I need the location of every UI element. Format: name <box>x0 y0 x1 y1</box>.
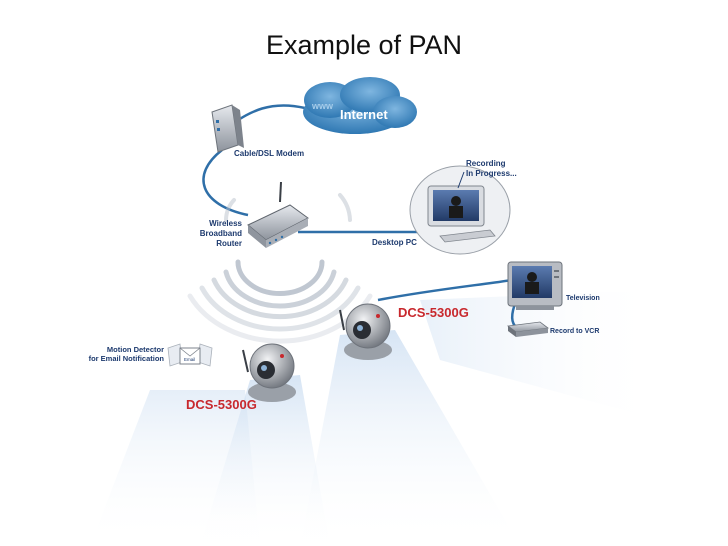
desktop-pc-icon <box>409 165 511 255</box>
recording-pointer <box>457 171 465 189</box>
vcr-icon <box>506 321 550 337</box>
router-label-line3: Router <box>216 239 242 248</box>
recording-label-line2: In Progress... <box>466 169 517 178</box>
floor-shading <box>90 390 260 546</box>
slide-title: Example of PAN <box>265 30 463 60</box>
link-modem-to-router <box>202 149 249 217</box>
camera-right-model-label: DCS-5300G <box>398 305 469 320</box>
recording-label-line1: Recording <box>466 159 506 168</box>
camera-right-beam <box>300 330 520 546</box>
modem-icon <box>211 104 244 153</box>
internet-label: Internet <box>340 107 388 122</box>
link-cloud-to-modem <box>231 104 306 126</box>
television-label: Television <box>566 295 600 302</box>
desktop-pc-label: Desktop PC <box>372 238 417 247</box>
motion-detector-label-line1: Motion Detector <box>107 345 164 354</box>
email-tag: Email <box>184 357 195 362</box>
router-icon <box>247 181 309 248</box>
vcr-label: Record to VCR <box>550 328 599 335</box>
internet-cloud-icon <box>303 77 417 134</box>
internet-www-prefix: www <box>311 101 334 111</box>
router-label-line1: Wireless <box>209 219 242 228</box>
camera-left-icon <box>242 343 296 402</box>
router-label-line2: Broadband <box>200 229 242 238</box>
television-icon <box>507 261 563 310</box>
camera-right-icon <box>339 303 392 360</box>
link-camera-to-tv <box>377 278 513 302</box>
modem-label: Cable/DSL Modem <box>234 149 304 158</box>
email-envelope-icon <box>167 343 213 367</box>
tv-wall-shading <box>420 290 660 420</box>
camera-left-model-label: DCS-5300G <box>186 397 257 412</box>
motion-detector-label-line2: for Email Notification <box>89 354 165 363</box>
